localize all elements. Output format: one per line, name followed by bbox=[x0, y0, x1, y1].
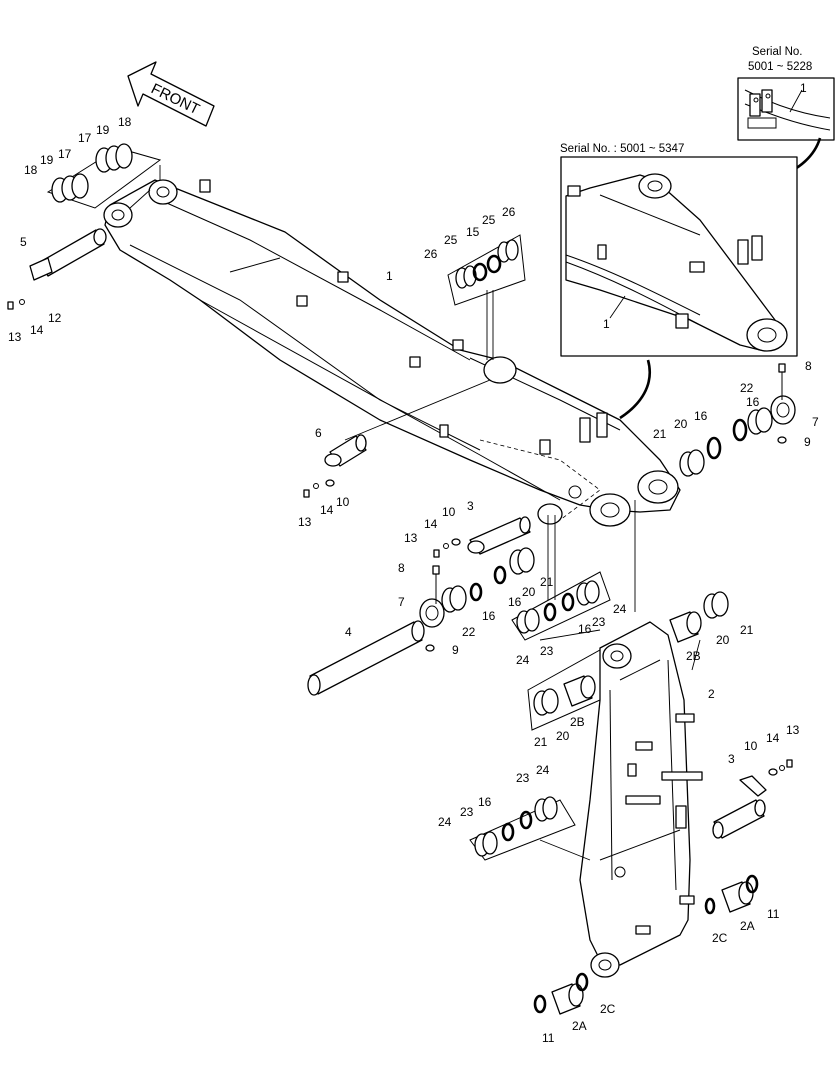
callout-20-d: 20 bbox=[716, 633, 730, 647]
inset-small-header-line2: 5001 ~ 5228 bbox=[748, 61, 812, 73]
bushing-2B-left bbox=[527, 649, 601, 731]
callout-2A-lower: 2A bbox=[572, 1019, 587, 1033]
callout-2A-right: 2A bbox=[740, 919, 755, 933]
shim-stack-mid-20-21 bbox=[493, 547, 535, 585]
callout-26-a: 26 bbox=[424, 247, 438, 261]
callout-26-b: 26 bbox=[502, 205, 516, 219]
callout-11-right: 11 bbox=[767, 907, 780, 921]
shim-stack-mid-16-22 bbox=[441, 582, 483, 613]
callout-21-c: 21 bbox=[534, 735, 548, 749]
callout-1-inset-small: 1 bbox=[800, 81, 807, 95]
callout-7-left: 7 bbox=[398, 595, 405, 609]
pin-part-5 bbox=[29, 228, 107, 281]
callout-9-right: 9 bbox=[804, 435, 811, 449]
callout-15: 15 bbox=[466, 225, 480, 239]
callout-18-a: 18 bbox=[24, 163, 38, 177]
arm-part-1 bbox=[103, 179, 681, 527]
collar-part-7-right bbox=[770, 395, 796, 425]
bushing-2A-2C-lower bbox=[533, 972, 589, 1015]
callout-12: 12 bbox=[48, 311, 62, 325]
callout-16-a: 16 bbox=[694, 409, 708, 423]
callout-labels: 1 2 3 3 4 5 6 7 7 8 8 9 9 10 10 10 11 11… bbox=[8, 81, 819, 1045]
callout-24-b: 24 bbox=[516, 653, 530, 667]
callout-24-d: 24 bbox=[536, 763, 550, 777]
callout-9-left: 9 bbox=[452, 643, 459, 657]
callout-17-b: 17 bbox=[78, 131, 92, 145]
inset-small-header-line1: Serial No. bbox=[752, 46, 803, 58]
callout-23-c: 23 bbox=[460, 805, 474, 819]
callout-20-b: 20 bbox=[522, 585, 536, 599]
pin-part-4 bbox=[307, 620, 425, 696]
callout-2B-left: 2B bbox=[570, 715, 585, 729]
callout-17-a: 17 bbox=[58, 147, 72, 161]
bushing-2A-2C-right bbox=[704, 874, 759, 915]
callout-8-left: 8 bbox=[398, 561, 405, 575]
callout-23-d: 23 bbox=[516, 771, 530, 785]
shim-stack-right-20-22 bbox=[679, 407, 773, 477]
callout-13-d: 13 bbox=[786, 723, 800, 737]
shim-stack-upper-left bbox=[46, 143, 162, 209]
callout-25-a: 25 bbox=[444, 233, 458, 247]
callout-16-d: 16 bbox=[508, 595, 522, 609]
callout-23-b: 23 bbox=[540, 644, 554, 658]
callout-14-b: 14 bbox=[320, 503, 334, 517]
bracket-part-2 bbox=[579, 621, 703, 978]
callout-2C-right: 2C bbox=[712, 931, 728, 945]
collar-part-7-left bbox=[419, 598, 445, 628]
callout-7-right: 7 bbox=[812, 415, 819, 429]
small-hardware bbox=[7, 299, 793, 776]
callout-16-e: 16 bbox=[578, 622, 592, 636]
shim-stack-mid-23-24 bbox=[511, 571, 611, 641]
callout-25-b: 25 bbox=[482, 213, 496, 227]
callout-13-b: 13 bbox=[298, 515, 312, 529]
callout-19-a: 19 bbox=[40, 153, 54, 167]
callout-14-a: 14 bbox=[30, 323, 44, 337]
callout-19-b: 19 bbox=[96, 123, 110, 137]
callout-20-a: 20 bbox=[674, 417, 688, 431]
callout-23-a: 23 bbox=[592, 615, 606, 629]
callout-24-c: 24 bbox=[438, 815, 452, 829]
callout-8-right: 8 bbox=[805, 359, 812, 373]
front-arrow: FRONT bbox=[127, 61, 215, 127]
pin-part-3-upper bbox=[467, 516, 531, 555]
callout-22-b: 22 bbox=[462, 625, 476, 639]
callout-13-c: 13 bbox=[404, 531, 418, 545]
callout-3-lower: 3 bbox=[728, 752, 735, 766]
callout-11-lower: 11 bbox=[542, 1031, 555, 1045]
callout-6: 6 bbox=[315, 426, 322, 440]
bolt-part-8 bbox=[432, 363, 786, 604]
callout-1: 1 bbox=[386, 269, 393, 283]
callout-10-c: 10 bbox=[744, 739, 758, 753]
callout-16-c: 16 bbox=[482, 609, 496, 623]
pin-part-3-lower bbox=[712, 775, 767, 839]
shim-stack-25-26 bbox=[447, 234, 526, 306]
callout-2: 2 bbox=[708, 687, 715, 701]
shim-stack-lower-23-24 bbox=[469, 796, 576, 861]
callout-14-c: 14 bbox=[424, 517, 438, 531]
callout-3-upper: 3 bbox=[467, 499, 474, 513]
callout-18-b: 18 bbox=[118, 115, 132, 129]
callout-10-a: 10 bbox=[336, 495, 350, 509]
callout-10-b: 10 bbox=[442, 505, 456, 519]
callout-20-c: 20 bbox=[556, 729, 570, 743]
callout-16-f: 16 bbox=[478, 795, 492, 809]
callout-22-a: 22 bbox=[740, 381, 754, 395]
callout-2B-right: 2B bbox=[686, 649, 701, 663]
callout-4: 4 bbox=[345, 625, 352, 639]
callout-1-inset-large: 1 bbox=[603, 317, 610, 331]
callout-21-a: 21 bbox=[653, 427, 667, 441]
callout-21-d: 21 bbox=[740, 623, 754, 637]
callout-16-b: 16 bbox=[746, 395, 760, 409]
inset-serial-5001-5347 bbox=[560, 156, 798, 420]
callout-13-a: 13 bbox=[8, 330, 22, 344]
bushing-2B-right bbox=[669, 591, 729, 643]
pin-part-6 bbox=[324, 434, 367, 467]
callout-24-a: 24 bbox=[613, 602, 627, 616]
callout-14-d: 14 bbox=[766, 731, 780, 745]
callout-2C-lower: 2C bbox=[600, 1002, 616, 1016]
inset-large-header: Serial No. : 5001 ~ 5347 bbox=[560, 143, 684, 155]
callout-5: 5 bbox=[20, 235, 27, 249]
callout-21-b: 21 bbox=[540, 575, 554, 589]
